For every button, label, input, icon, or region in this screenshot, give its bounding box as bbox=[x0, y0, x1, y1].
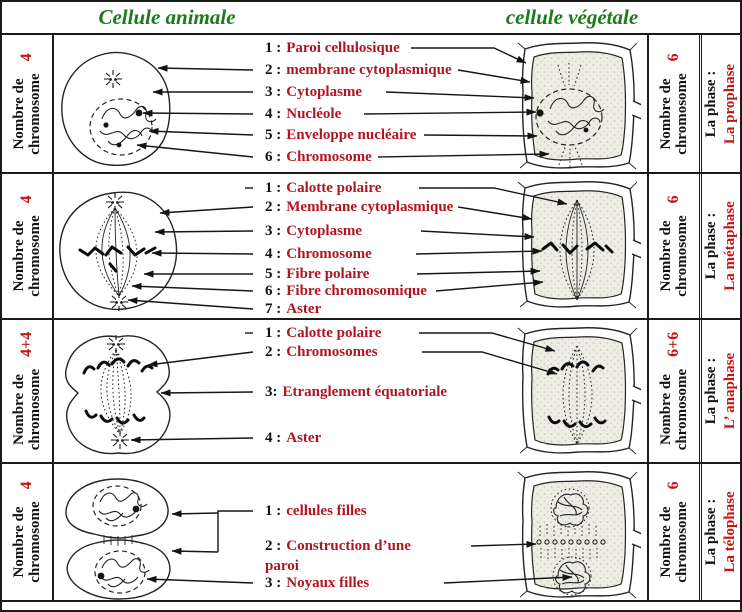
prophase-diagram bbox=[61, 42, 641, 170]
label-item: 2 :membrane cytoplasmique bbox=[265, 62, 452, 78]
phase-cell: La phase :La métaphase bbox=[699, 174, 740, 318]
phase-cell: La phase :L’ anaphase bbox=[699, 320, 740, 462]
label-item: 6 :Chromosome bbox=[265, 149, 372, 165]
vegetal-column-title: cellule végétale bbox=[505, 5, 639, 29]
label-item: 2 :Construction d’une paroi bbox=[265, 538, 411, 574]
animal-count-value: 4 bbox=[18, 481, 35, 490]
label-item: 4 :Nucléole bbox=[265, 106, 342, 122]
anaphase-diagram bbox=[65, 327, 641, 455]
label-item: 1 :Paroi cellulosique bbox=[265, 40, 400, 56]
count-label-line1: Nombre de bbox=[11, 78, 27, 149]
label-item: 7 :Aster bbox=[265, 301, 322, 317]
animal-count-value: 4 bbox=[18, 195, 35, 204]
phase-name: La télophase bbox=[722, 491, 738, 573]
label-item: 2 :Membrane cytoplasmique bbox=[265, 199, 454, 215]
label-item: 1 :Calotte polaire bbox=[265, 180, 382, 196]
animal-count-value: 4+4 bbox=[18, 331, 35, 357]
animal-count-value: 4 bbox=[18, 52, 35, 61]
telophase-diagram bbox=[65, 471, 641, 600]
label-item: 3 :Cytoplasme bbox=[265, 84, 363, 100]
phase-cell: La phase :La télophase bbox=[699, 464, 740, 600]
label-item: 1 :Calotte polaire bbox=[265, 325, 382, 341]
label-item: 5 :Enveloppe nucléaire bbox=[265, 127, 417, 143]
vegetal-count-value: 6+6 bbox=[665, 331, 682, 357]
label-item: 4 :Aster bbox=[265, 430, 322, 446]
label-item: 1 :cellules filles bbox=[265, 503, 367, 519]
label-item: 6 :Fibre chromosomique bbox=[265, 283, 427, 299]
phase-name: La métaphase bbox=[722, 201, 738, 291]
vegetal-count-value: 6 bbox=[665, 52, 682, 61]
label-item: 4 :Chromosome bbox=[265, 246, 372, 262]
metaphase-diagram bbox=[59, 181, 641, 312]
vegetal-count-value: 6 bbox=[665, 481, 682, 490]
footer-strip bbox=[2, 602, 740, 610]
label-item: 5 :Fibre polaire bbox=[265, 266, 370, 282]
label-item: 3:Etranglement équatoriale bbox=[265, 384, 448, 400]
label-item: 2 :Chromosomes bbox=[265, 344, 378, 360]
phase-name: L’ anaphase bbox=[722, 352, 738, 430]
vegetal-count-value: 6 bbox=[665, 195, 682, 204]
label-item: 3 :Noyaux filles bbox=[265, 575, 370, 591]
phase-name: La prophase bbox=[722, 63, 738, 144]
count-label-line2: chromosome bbox=[27, 72, 43, 155]
animal-column-title: Cellule animale bbox=[98, 5, 236, 29]
label-item: 3 :Cytoplasme bbox=[265, 223, 363, 239]
header: Cellule animale cellule végétale bbox=[2, 2, 740, 35]
phase-cell: La phase :La prophase bbox=[699, 35, 740, 172]
